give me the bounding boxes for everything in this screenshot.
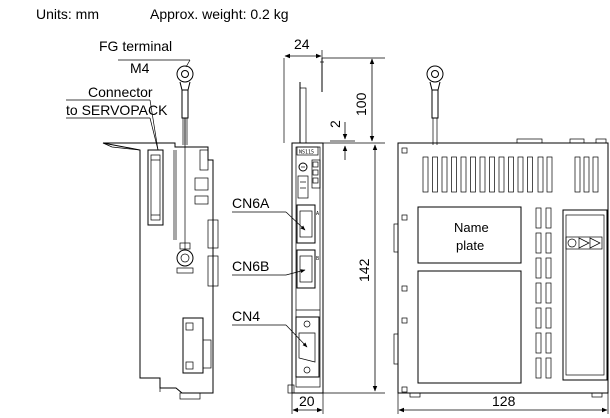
vent-slot xyxy=(508,156,514,193)
vent-slot xyxy=(535,257,542,279)
vent-slot xyxy=(535,232,542,254)
dim-width-top: 24 xyxy=(294,36,310,52)
vent-slot xyxy=(592,156,599,193)
vent-slot xyxy=(535,332,542,354)
cn6b-connector[interactable] xyxy=(296,249,316,289)
model-plate xyxy=(296,146,319,156)
vent-slots-side xyxy=(535,207,552,379)
vent-slot xyxy=(527,156,533,193)
plate-body xyxy=(397,142,609,394)
ground-screw xyxy=(176,249,194,267)
vent-slot xyxy=(545,257,552,279)
vent-slot xyxy=(489,156,495,193)
side-view: FG terminal M4 Connector to SERVOPACK xyxy=(66,38,219,400)
vent-slot xyxy=(545,307,552,329)
side-panel xyxy=(562,209,608,381)
cn6a-connector[interactable] xyxy=(296,204,316,244)
fg-terminal-sleeve xyxy=(181,89,189,119)
connector-label: Connector xyxy=(88,84,153,100)
dim-gap: 2 xyxy=(327,120,343,128)
dim-height-main: 142 xyxy=(356,258,372,282)
cn4-label: CN4 xyxy=(232,308,260,324)
vent-slot xyxy=(422,156,429,193)
units-label: Units: mm xyxy=(36,6,99,22)
fg-terminal-label: FG terminal xyxy=(99,38,172,54)
vent-slot xyxy=(537,156,544,193)
dim-depth: 128 xyxy=(492,393,516,409)
dim-width-bottom: 20 xyxy=(299,393,315,409)
vent-slot xyxy=(574,156,581,193)
vent-slot xyxy=(432,156,438,193)
vent-slot xyxy=(517,156,524,193)
fg-terminal-ring xyxy=(176,65,194,83)
vent-slot xyxy=(451,156,457,193)
name-plate-line1: Name xyxy=(454,220,489,235)
plate-view: Name plate 128 xyxy=(393,65,609,414)
vent-slot xyxy=(583,156,590,193)
vent-slot xyxy=(545,357,552,379)
cn6b-label: CN6B xyxy=(232,258,269,274)
vent-slot xyxy=(535,282,542,304)
vent-slot xyxy=(546,156,553,193)
front-body xyxy=(291,142,324,394)
vent-slot xyxy=(498,156,505,193)
cn6a-label: CN6A xyxy=(232,195,270,211)
rotary-switch xyxy=(298,162,308,172)
vent-slot xyxy=(535,357,542,379)
vent-slot xyxy=(441,156,448,193)
svg-text:B: B xyxy=(316,256,319,262)
svg-text:A: A xyxy=(316,211,319,217)
vent-slot xyxy=(535,307,542,329)
vent-slots-top xyxy=(422,156,599,193)
to-servopack-label: to SERVOPACK xyxy=(66,102,168,118)
cn4-connector[interactable] xyxy=(295,316,320,378)
vent-slot xyxy=(535,207,542,229)
front-view: NS115 A B CN6A CN6B CN4 xyxy=(232,36,385,414)
vent-slot xyxy=(545,332,552,354)
side-board-outline xyxy=(102,142,214,394)
vent-slot xyxy=(479,156,486,193)
servopack-connector xyxy=(147,149,164,226)
vent-slot xyxy=(545,232,552,254)
plate-fg-ring xyxy=(426,65,444,83)
symbol-triangle-icon xyxy=(578,237,590,249)
weight-label: Approx. weight: 0.2 kg xyxy=(150,6,289,22)
name-plate-line2: plate xyxy=(456,238,484,253)
name-plate xyxy=(417,206,522,264)
vent-slot xyxy=(545,207,552,229)
vent-slot xyxy=(470,156,476,193)
dim-height-top: 100 xyxy=(353,92,369,116)
label-area xyxy=(417,270,522,384)
vent-slot xyxy=(545,282,552,304)
model-label: NS115 xyxy=(299,150,314,156)
symbol-circle-icon xyxy=(567,238,577,248)
m4-label: M4 xyxy=(130,60,150,76)
vent-slot xyxy=(460,156,467,193)
